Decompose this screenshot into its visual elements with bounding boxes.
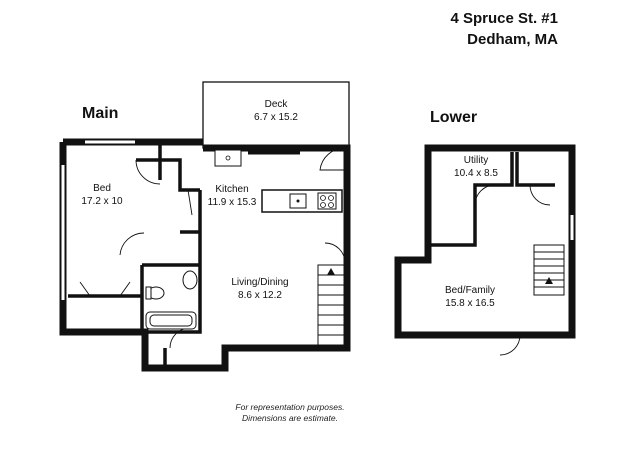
room-utility-dims: 10.4 x 8.5 (454, 168, 498, 179)
lower-floor-plan (394, 144, 576, 356)
address-street: 4 Spruce St. #1 (450, 10, 558, 27)
room-utility-name: Utility (463, 155, 489, 166)
floor-label-lower: Lower (430, 109, 478, 126)
address-city: Dedham, MA (467, 31, 558, 48)
disclaimer-line-1: For representation purposes. (235, 402, 345, 412)
room-utility: Utility 10.4 x 8.5 (454, 154, 498, 180)
room-deck-dims: 6.7 x 15.2 (254, 112, 298, 123)
room-living-dining-name: Living/Dining (231, 277, 289, 288)
room-bed-family-dims: 15.8 x 16.5 (445, 298, 495, 309)
room-bed: Bed 17.2 x 10 (81, 182, 122, 208)
disclaimer: For representation purposes. Dimensions … (200, 402, 380, 424)
main-door-swings (79, 147, 346, 349)
room-deck: Deck 6.7 x 15.2 (254, 98, 298, 124)
room-bed-dims: 17.2 x 10 (81, 196, 123, 207)
room-kitchen: Kitchen 11.9 x 15.3 (208, 183, 257, 209)
kitchen-sink (214, 149, 242, 167)
bathroom-fixtures (145, 270, 198, 330)
main-floor-plan (59, 81, 351, 372)
main-interior-walls (68, 142, 202, 368)
lower-door-swings (474, 184, 551, 356)
lower-stairs (533, 244, 565, 296)
main-exterior-walls (59, 138, 351, 372)
room-bed-name: Bed (93, 183, 111, 194)
room-living-dining: Living/Dining 8.6 x 12.2 (231, 276, 288, 302)
disclaimer-line-2: Dimensions are estimate. (242, 413, 338, 423)
room-deck-name: Deck (264, 99, 288, 110)
lower-exterior-walls (394, 144, 576, 339)
room-bed-family: Bed/Family 15.8 x 16.5 (445, 284, 495, 310)
main-stairs (317, 264, 345, 346)
lower-interior-walls (428, 152, 555, 247)
room-living-dining-dims: 8.6 x 12.2 (238, 290, 282, 301)
room-kitchen-name: Kitchen (215, 184, 249, 195)
floor-label-main: Main (82, 105, 119, 122)
room-bed-family-name: Bed/Family (444, 285, 496, 296)
room-kitchen-dims: 11.9 x 15.3 (207, 197, 257, 208)
property-address: 4 Spruce St. #1 Dedham, MA (450, 8, 558, 50)
